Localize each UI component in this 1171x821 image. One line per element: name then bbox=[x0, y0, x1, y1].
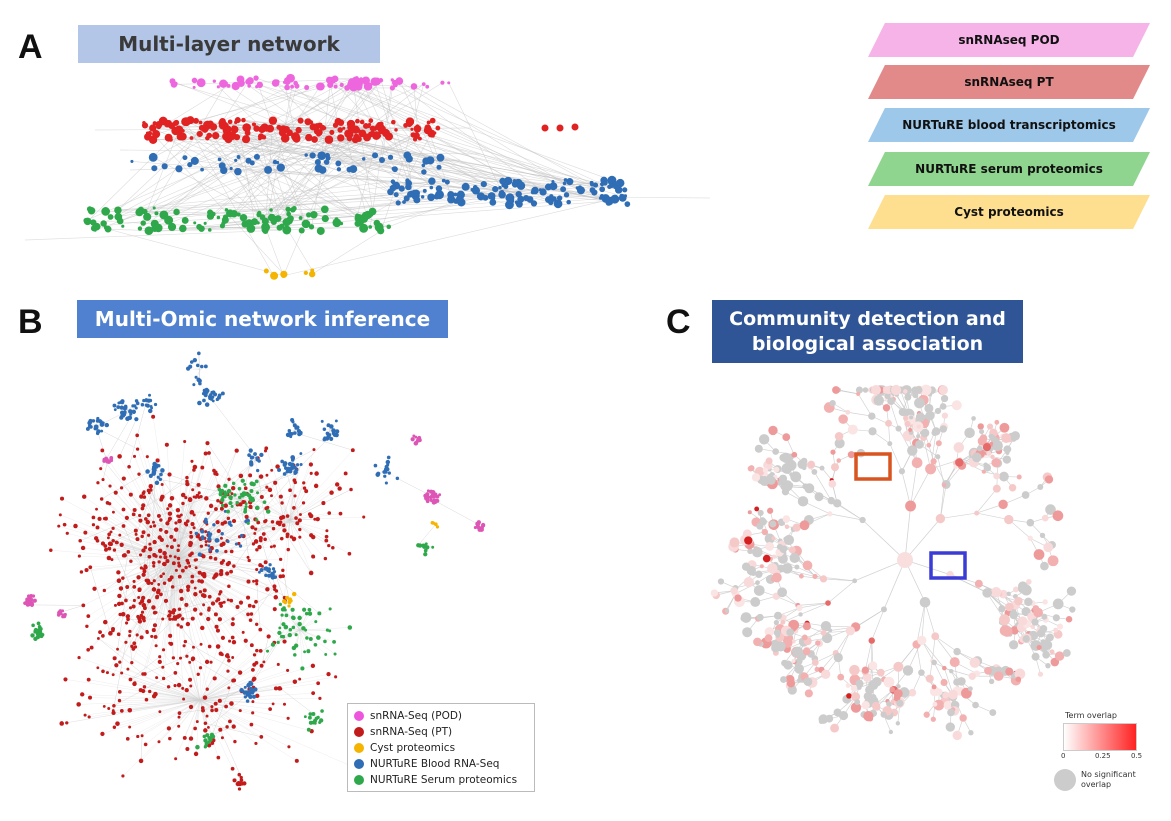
panel-b-title: Multi-Omic network inference bbox=[77, 300, 448, 338]
no-overlap-dot bbox=[1054, 769, 1076, 791]
panel-b-letter: B bbox=[18, 303, 43, 341]
highlight-box-orange bbox=[854, 452, 892, 481]
legend-dot bbox=[354, 727, 364, 737]
layer-label: NURTuRE blood transcriptomics bbox=[902, 118, 1116, 132]
legend-term-overlap: Term overlap 0 0.25 0.5 No significant o… bbox=[1051, 711, 1161, 801]
panel-c-letter: C bbox=[666, 303, 691, 341]
legend-item-blood: NURTuRE Blood RNA-Seq bbox=[354, 756, 528, 772]
term-overlap-gradient bbox=[1063, 723, 1137, 751]
panel-b-title-text: Multi-Omic network inference bbox=[94, 307, 431, 331]
layer-nurture-blood: NURTuRE blood transcriptomics bbox=[868, 108, 1150, 142]
panel-c-highlights bbox=[854, 452, 967, 580]
legend-label: snRNA-Seq (PT) bbox=[370, 726, 453, 738]
legend-item-cyst: Cyst proteomics bbox=[354, 740, 528, 756]
legend-label: NURTuRE Blood RNA-Seq bbox=[370, 758, 500, 770]
panel-c-title-line1: Community detection and bbox=[729, 307, 1006, 330]
legend-label: Cyst proteomics bbox=[370, 742, 456, 754]
panel-a-edges bbox=[24, 77, 711, 277]
no-significant-overlap-label: No significant overlap bbox=[1081, 770, 1161, 790]
legend-label: snRNA-Seq (POD) bbox=[370, 710, 463, 722]
legend-term-overlap-title: Term overlap bbox=[1065, 711, 1117, 720]
legend-dot bbox=[354, 759, 364, 769]
layer-label: snRNAseq POD bbox=[958, 33, 1060, 47]
panel-a-title-text: Multi-layer network bbox=[118, 32, 340, 56]
legend-item-pt: snRNA-Seq (PT) bbox=[354, 724, 528, 740]
no-sig-line1: No significant bbox=[1081, 770, 1136, 779]
legend-dot bbox=[354, 743, 364, 753]
tick-max: 0.5 bbox=[1131, 752, 1143, 760]
panel-c-title: Community detection and biological assoc… bbox=[712, 300, 1023, 363]
layer-label: Cyst proteomics bbox=[954, 205, 1064, 219]
layer-cyst-proteomics: Cyst proteomics bbox=[868, 195, 1150, 229]
layer-nurture-serum: NURTuRE serum proteomics bbox=[868, 152, 1150, 186]
legend-item-serum: NURTuRE Serum proteomics bbox=[354, 772, 528, 788]
panel-c-title-line2: biological association bbox=[751, 332, 984, 355]
panel-c-nodes bbox=[710, 384, 1077, 741]
highlight-box-blue bbox=[929, 551, 967, 580]
panel-b-nodes bbox=[23, 351, 486, 791]
layer-snrnaseq-pod: snRNAseq POD bbox=[868, 23, 1150, 57]
legend-dot bbox=[354, 711, 364, 721]
no-sig-line2: overlap bbox=[1081, 780, 1112, 789]
tick-min: 0 bbox=[1061, 752, 1066, 760]
layer-label: snRNAseq PT bbox=[964, 75, 1054, 89]
layer-label: NURTuRE serum proteomics bbox=[915, 162, 1103, 176]
legend-dot bbox=[354, 775, 364, 785]
legend-omics: snRNA-Seq (POD) snRNA-Seq (PT) Cyst prot… bbox=[347, 703, 535, 792]
legend-item-pod: snRNA-Seq (POD) bbox=[354, 708, 528, 724]
legend-label: NURTuRE Serum proteomics bbox=[370, 774, 518, 786]
panel-a-letter: A bbox=[18, 28, 43, 66]
panel-a-title: Multi-layer network bbox=[78, 25, 380, 63]
panel-a-nodes bbox=[83, 73, 631, 280]
layer-snrnaseq-pt: snRNAseq PT bbox=[868, 65, 1150, 99]
tick-mid: 0.25 bbox=[1095, 752, 1111, 760]
